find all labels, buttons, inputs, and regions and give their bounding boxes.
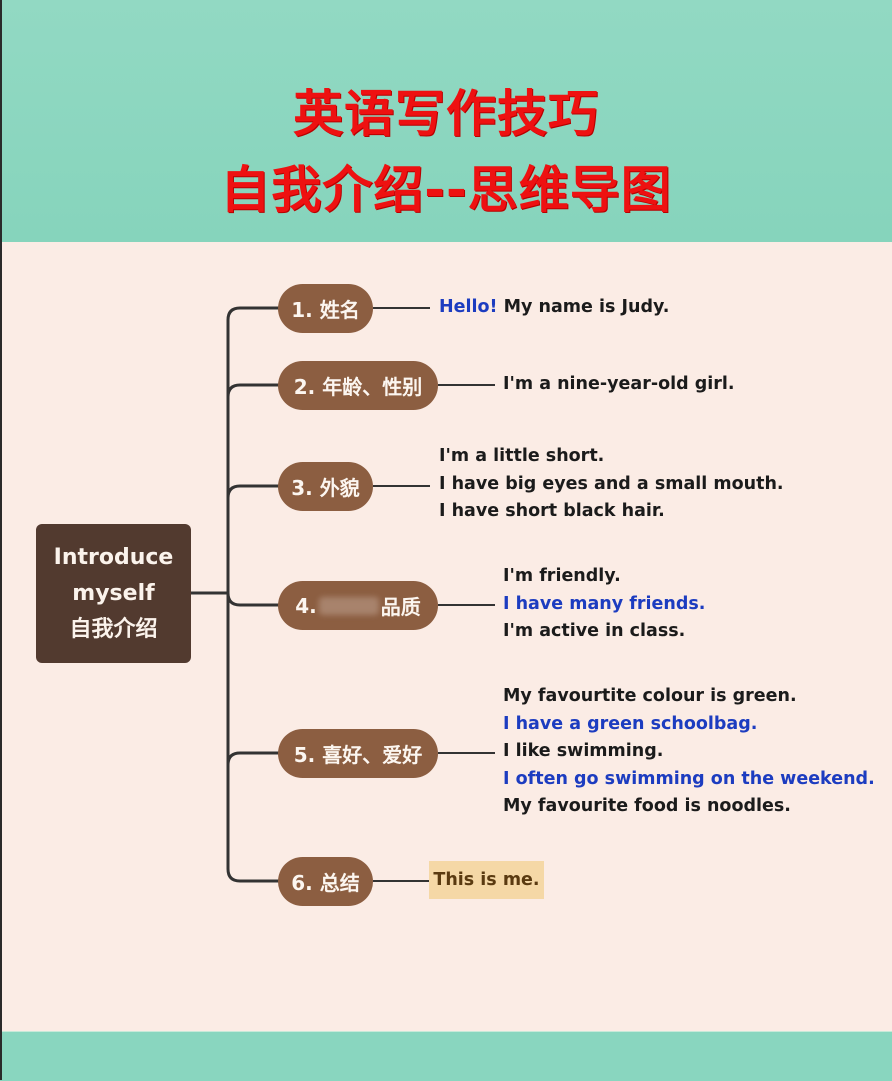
hobbies-line-2: I have a green schoolbag. — [503, 713, 758, 734]
hobbies-line-4: I often go swimming on the weekend. — [503, 768, 875, 789]
branch-node-hobbies: 5. 喜好、爱好 — [278, 729, 438, 778]
header-banner: 英语写作技巧 自我介绍--思维导图 — [0, 0, 892, 242]
branch-text-age-gender: I'm a nine-year-old girl. — [503, 371, 735, 399]
hobbies-line-3: I like swimming. — [503, 741, 664, 761]
page-title: 英语写作技巧 — [293, 85, 599, 143]
left-edge-border — [0, 0, 2, 1080]
branch-node-name: 1. 姓名 — [278, 284, 373, 333]
central-node-line3: 自我介绍 — [69, 616, 158, 642]
age-text: I'm a nine-year-old girl. — [503, 374, 735, 394]
central-node-line2: myself — [72, 580, 155, 606]
appearance-line-3: I have short black hair. — [439, 501, 665, 521]
appearance-line-1: I'm a little short. — [439, 446, 605, 466]
name-text: My name is Judy. — [497, 297, 670, 317]
branch-node-appearance: 3. 外貌 — [278, 462, 373, 511]
character-line-1: I'm friendly. — [503, 566, 621, 586]
appearance-line-2: I have big eyes and a small mouth. — [439, 473, 784, 494]
branch-node-age-gender: 2. 年龄、性别 — [278, 361, 438, 410]
branch-text-hobbies: My favourtite colour is green. I have a … — [503, 683, 875, 821]
greeting-text: Hello! — [439, 297, 498, 317]
branch-text-character: I'm friendly. I have many friends. I'm a… — [503, 563, 705, 646]
branch-node-summary: 6. 总结 — [278, 857, 373, 906]
page-subtitle: 自我介绍--思维导图 — [220, 161, 672, 219]
blurred-text-region — [318, 596, 379, 615]
hobbies-line-5: My favourite food is noodles. — [503, 796, 791, 816]
central-node: Introduce myself 自我介绍 — [36, 524, 191, 663]
hobbies-line-1: My favourtite colour is green. — [503, 686, 797, 706]
branch-node-character-prefix: 4. — [295, 593, 317, 618]
summary-box: This is me. — [429, 861, 544, 899]
branch-node-character: 4. 品质 — [278, 581, 438, 630]
character-line-2: I have many friends. — [503, 593, 706, 614]
branch-text-name: Hello! My name is Judy. — [439, 294, 669, 322]
central-node-line1: Introduce — [53, 544, 174, 570]
character-line-3: I'm active in class. — [503, 621, 686, 641]
branch-node-character-suffix: 品质 — [380, 595, 421, 619]
branch-text-appearance: I'm a little short. I have big eyes and … — [439, 443, 784, 526]
footer-band — [0, 1031, 892, 1081]
